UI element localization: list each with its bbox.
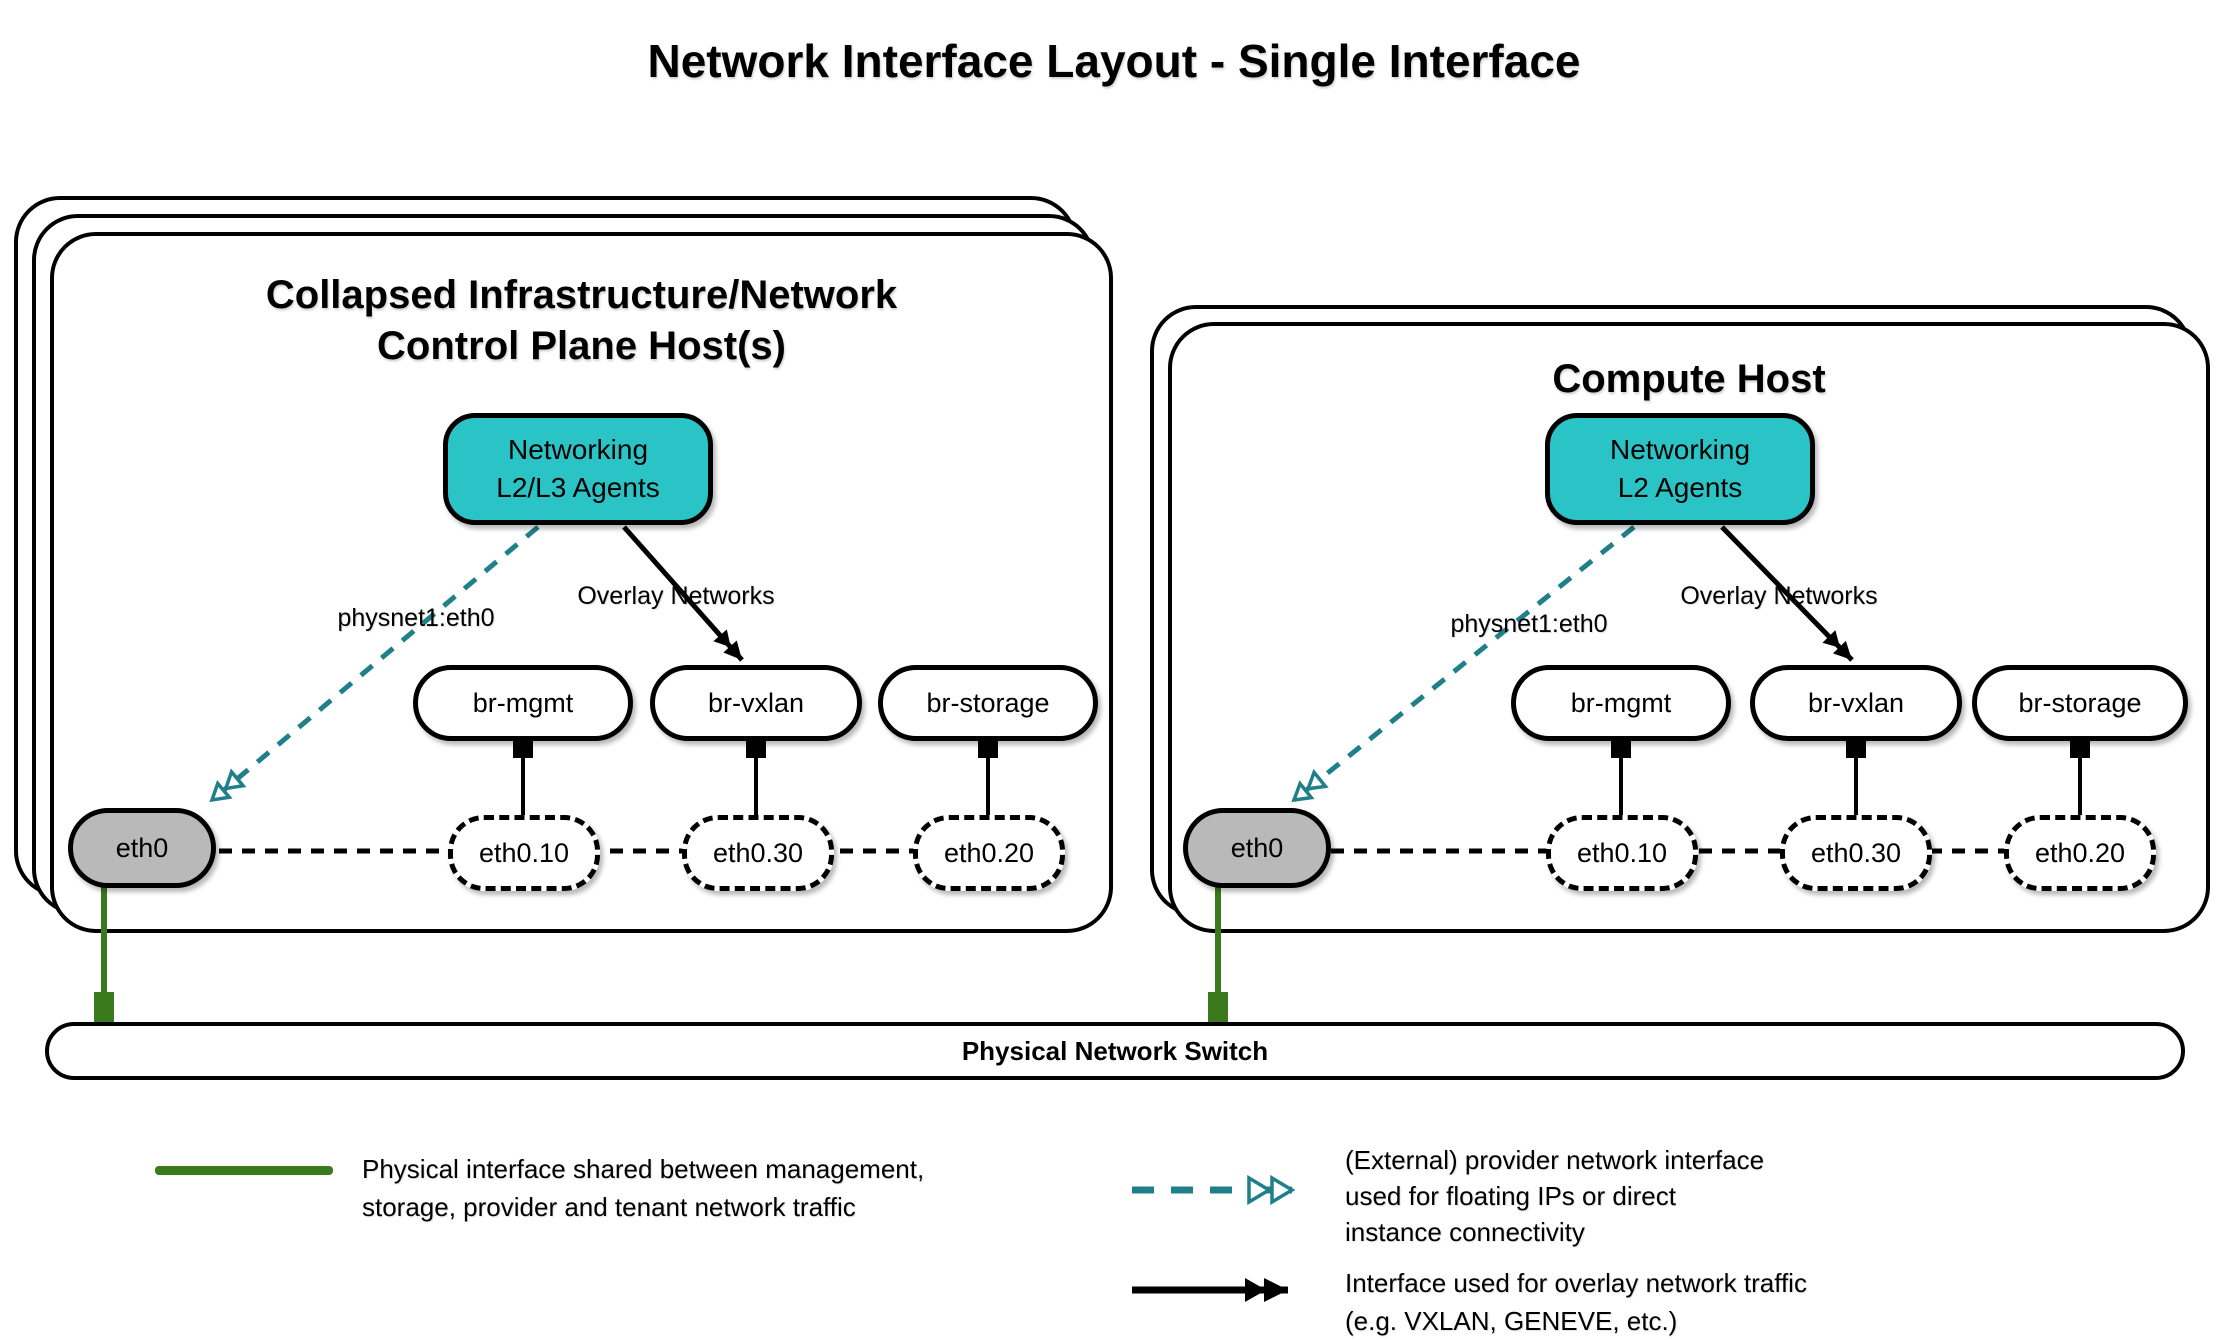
control-networking-agents-node: Networking L2/L3 Agents	[443, 413, 713, 525]
control-host-title-line2: Control Plane Host(s)	[377, 324, 786, 368]
bridge-br-storage-right: br-storage	[1972, 665, 2188, 741]
overlay-networks-label-right: Overlay Networks	[1680, 582, 1878, 610]
bridge-connector-square	[978, 736, 998, 758]
agent-label-line2: L2/L3 Agents	[496, 472, 660, 503]
compute-host-title-line1: Compute Host	[1552, 357, 1826, 401]
provider-arrow-left	[209, 525, 540, 803]
bridge-br-storage-left: br-storage	[878, 665, 1098, 741]
vlan-eth0.10-right: eth0.10	[1546, 815, 1698, 891]
bridge-connector-square	[513, 736, 533, 758]
vlan-eth0.20-right: eth0.20	[2004, 815, 2156, 891]
bridge-connector-square	[2070, 736, 2090, 758]
control-host-title: Collapsed Infrastructure/Network Control…	[70, 270, 1093, 372]
compute-networking-agents-node: Networking L2 Agents	[1545, 413, 1815, 525]
bridge-br-vxlan-right: br-vxlan	[1750, 665, 1962, 741]
uplink-port-left	[94, 992, 114, 1022]
provider-mapping-label-left: physnet1:eth0	[337, 604, 495, 632]
agent-label-line2: L2 Agents	[1617, 472, 1743, 503]
bridge-br-mgmt-right: br-mgmt	[1511, 665, 1731, 741]
overlay-arrow-left	[622, 525, 744, 662]
page-title: Network Interface Layout - Single Interf…	[647, 35, 1581, 87]
overlay-arrow-right	[1720, 525, 1854, 662]
vlan-eth0.30-left: eth0.30	[682, 815, 834, 891]
legend-line: (External) provider network interface	[1345, 1145, 1765, 1175]
legend-provider-text: (External) provider network interface us…	[1345, 1142, 1764, 1250]
phys-interface-eth0-right: eth0	[1183, 808, 1331, 888]
compute-host-title: Compute Host	[1188, 354, 2190, 405]
legend-physical-line-swatch	[155, 1166, 333, 1175]
legend-line: storage, provider and tenant network tra…	[362, 1192, 856, 1222]
legend-line: instance connectivity	[1345, 1217, 1585, 1247]
uplink-port-right	[1208, 992, 1228, 1022]
legend-line: Physical interface shared between manage…	[362, 1154, 925, 1184]
legend-physical-text: Physical interface shared between manage…	[362, 1150, 924, 1226]
bridge-br-vxlan-left: br-vxlan	[650, 665, 862, 741]
vlan-eth0.10-left: eth0.10	[448, 815, 600, 891]
overlay-networks-label-left: Overlay Networks	[577, 582, 775, 610]
physical-network-switch: Physical Network Switch	[45, 1022, 2185, 1080]
legend-line: Interface used for overlay network traff…	[1345, 1268, 1807, 1298]
vlan-eth0.20-left: eth0.20	[913, 815, 1065, 891]
phys-interface-eth0-left: eth0	[68, 808, 216, 888]
control-host-title-line1: Collapsed Infrastructure/Network	[265, 273, 898, 317]
provider-mapping-label-right: physnet1:eth0	[1450, 610, 1608, 638]
bridge-connector-square	[1846, 736, 1866, 758]
legend-line: used for floating IPs or direct	[1345, 1181, 1676, 1211]
legend-line: (e.g. VXLAN, GENEVE, etc.)	[1345, 1306, 1678, 1336]
bridge-connector-square	[1611, 736, 1631, 758]
bridge-connector-square	[746, 736, 766, 758]
provider-arrow-right	[1291, 525, 1636, 803]
agent-label-line1: Networking	[507, 434, 649, 465]
bridge-br-mgmt-left: br-mgmt	[413, 665, 633, 741]
legend-overlay-text: Interface used for overlay network traff…	[1345, 1264, 1807, 1340]
vlan-eth0.30-right: eth0.30	[1780, 815, 1932, 891]
agent-label-line1: Networking	[1609, 434, 1751, 465]
